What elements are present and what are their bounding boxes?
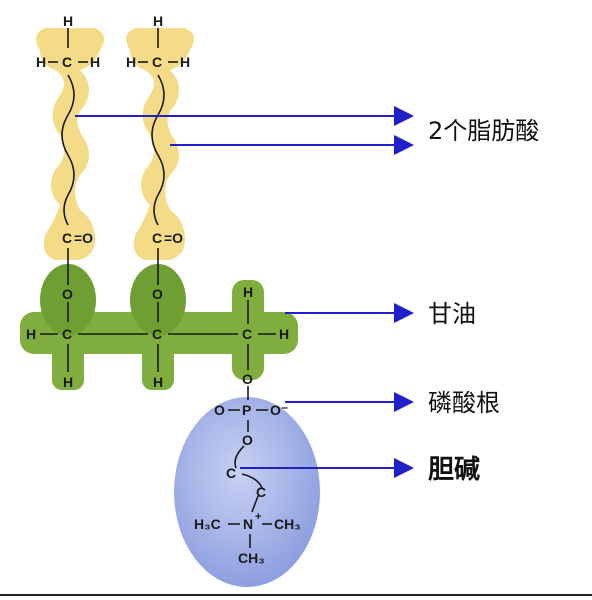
atom-h: H xyxy=(153,13,163,29)
atom-o: O xyxy=(152,286,163,302)
atoms-glycerol: H C C C H H H H O xyxy=(26,284,289,390)
choline-head xyxy=(174,397,320,587)
atom-p: P xyxy=(242,402,251,418)
glycerol-stem-right xyxy=(232,280,264,380)
fatty-acid-tail-left xyxy=(36,28,104,260)
pointer-arrows xyxy=(75,106,414,478)
label-fatty-acids: 2个脂肪酸 xyxy=(428,117,539,145)
atom-n: N xyxy=(243,516,253,532)
atom-o-minus: O⁻ xyxy=(270,402,288,418)
atom-c: C xyxy=(152,230,162,246)
label-glycerol: 甘油 xyxy=(428,300,476,328)
atom-h: H xyxy=(63,13,73,29)
atom-ch3: CH₃ xyxy=(274,516,301,532)
glycerol-node-middle xyxy=(130,264,186,336)
atom-n-plus: + xyxy=(255,511,261,523)
atom-o: O xyxy=(214,402,225,418)
atom-ch3: CH₃ xyxy=(238,550,265,566)
atom-h: H xyxy=(180,54,190,70)
atom-o: O xyxy=(62,286,73,302)
atom-c: C xyxy=(152,326,162,342)
atom-h: H xyxy=(36,54,46,70)
label-phosphate: 磷酸根 xyxy=(428,389,500,417)
label-choline: 胆碱 xyxy=(428,455,480,485)
atom-double-bond-o: =O xyxy=(164,230,183,246)
fatty-acid-tail-right xyxy=(126,28,194,260)
atom-h: H xyxy=(90,54,100,70)
atom-h: H xyxy=(153,374,163,390)
atom-c: C xyxy=(62,230,72,246)
fatty-acid-tails xyxy=(36,28,194,260)
atom-h: H xyxy=(279,326,289,342)
atom-h: H xyxy=(26,326,36,342)
atoms-right-fatty-acid: H H C H C =O O xyxy=(126,13,190,302)
region-labels: 2个脂肪酸 甘油 磷酸根 胆碱 xyxy=(428,117,539,485)
atom-o: O xyxy=(242,371,253,387)
glycerol-backbone xyxy=(20,264,298,390)
atom-c: C xyxy=(242,326,252,342)
atom-c: C xyxy=(256,484,266,500)
atom-h: H xyxy=(63,374,73,390)
atom-c: C xyxy=(62,54,72,70)
atom-h: H xyxy=(243,284,253,300)
atoms-left-fatty-acid: H H C H C =O O xyxy=(36,13,100,302)
bond-lines xyxy=(40,28,276,548)
atoms-phosphate-choline: O P O⁻ O C C H₃C N + CH₃ CH₃ xyxy=(194,402,301,566)
atom-c: C xyxy=(62,326,72,342)
atom-h3c: H₃C xyxy=(194,516,221,532)
atom-c: C xyxy=(152,54,162,70)
atom-double-bond-o: =O xyxy=(74,230,93,246)
glycerol-node-left xyxy=(40,264,96,336)
atom-o: O xyxy=(242,432,253,448)
atom-c: C xyxy=(226,465,236,481)
atom-h: H xyxy=(126,54,136,70)
